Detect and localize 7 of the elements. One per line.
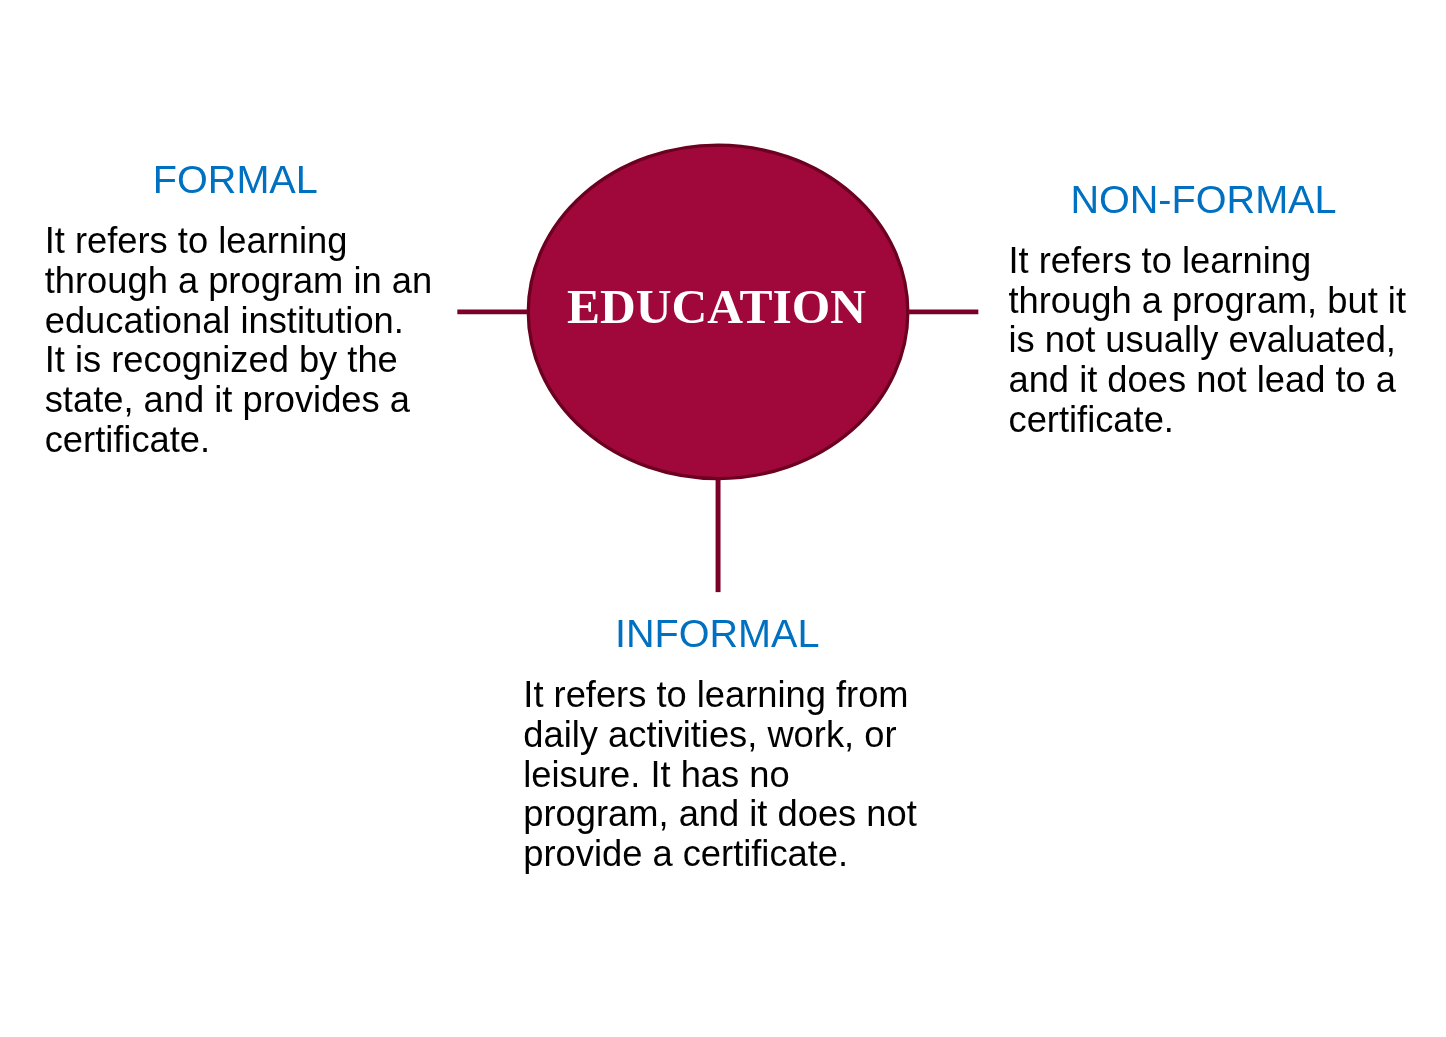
connector <box>715 478 721 592</box>
node-ellipse: EDUCATION <box>526 143 910 480</box>
node-text: NON-FORMAL It refers to learning through a program, but it is not usually evaluated, and it does not lead to a certificate. <box>1008 176 1406 440</box>
connector <box>457 308 529 314</box>
node-text: FORMAL It refers to learning through a program in an educational institution. It is recognized by the state, and it provides a certificate. <box>44 156 433 459</box>
node-text: INFORMAL It refers to learning from daily activities, work, or leisure. It has no program, and it does not provide a certificate. <box>523 610 917 874</box>
connector <box>908 308 979 314</box>
